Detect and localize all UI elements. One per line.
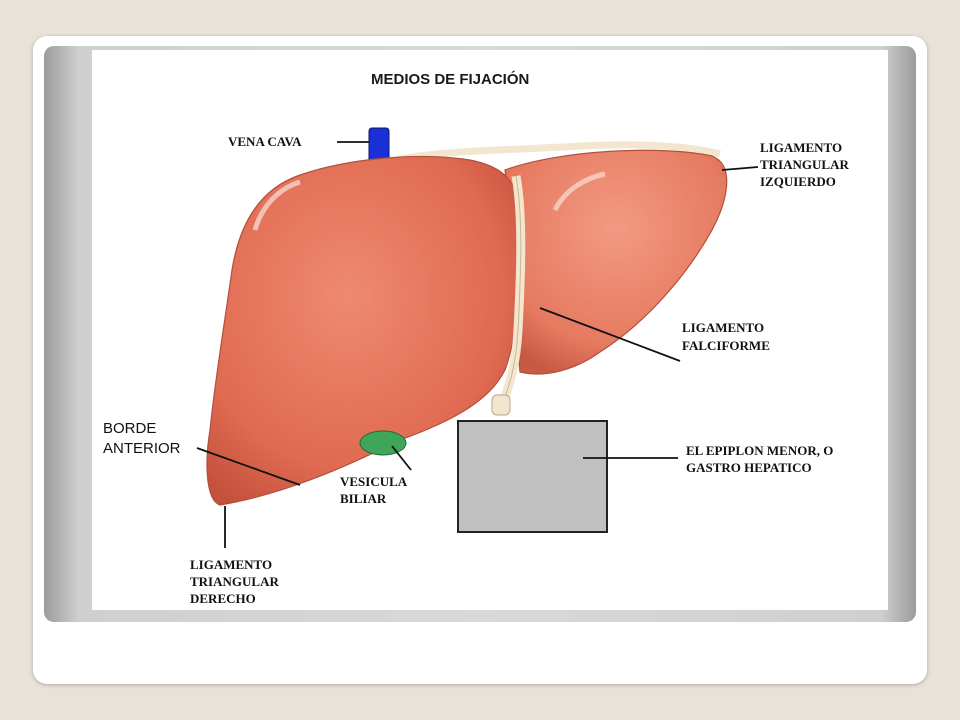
right-lobe-highlight: [252, 179, 301, 231]
label-lig-falciforme: LIGAMENTO FALCIFORME: [682, 320, 770, 353]
vena-cava-shape: [368, 127, 390, 163]
round-ligament-end: [491, 394, 511, 416]
coronary-ligament-shape: [394, 141, 721, 164]
label-epiplon-menor: EL EPIPLON MENOR, O GASTRO HEPATICO: [686, 443, 837, 475]
lig-falciforme-leader: [539, 307, 681, 362]
left-lobe-highlight: [552, 171, 606, 212]
diagram-title: MEDIOS DE FIJACIÓN: [371, 70, 529, 88]
epiplon-menor-box: [457, 420, 608, 533]
vesicula-biliar-leader: [391, 445, 412, 471]
label-lig-triangular-der: LIGAMENTO TRIANGULAR DERECHO: [190, 557, 282, 606]
gallbladder-shape: [359, 430, 407, 456]
label-lig-triangular-izq: LIGAMENTO TRIANGULAR IZQUIERDO: [760, 140, 852, 189]
label-vena-cava: VENA CAVA: [228, 134, 302, 149]
borde-anterior-leader: [196, 447, 301, 486]
falciform-ligament-outline: [499, 175, 522, 411]
label-vesicula-biliar: VESICULA BILIAR: [340, 474, 410, 506]
lig-triangular-izq-leader: [721, 166, 759, 171]
label-borde-anterior: BORDE ANTERIOR: [103, 420, 181, 457]
